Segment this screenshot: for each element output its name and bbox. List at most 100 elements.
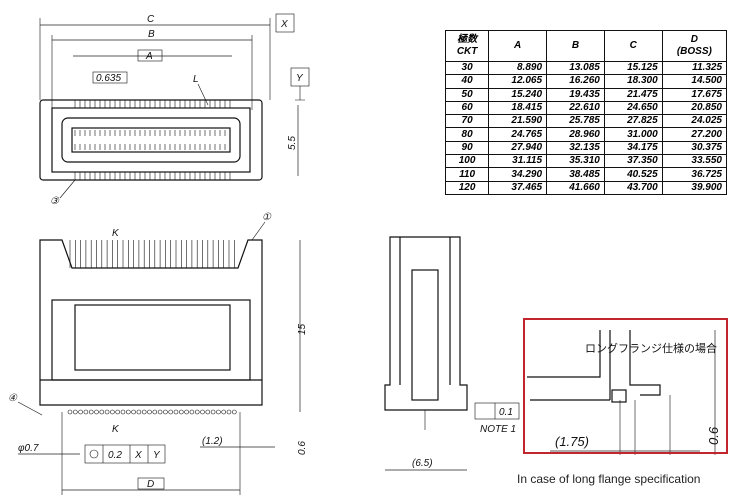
long-flange-detail: (1.75) 0.6 — [527, 330, 721, 455]
table-cell: 18.300 — [603, 74, 663, 89]
table-cell: 19.435 — [546, 87, 605, 102]
offset-label: (1.2) — [202, 436, 223, 447]
flange-height-label: 0.6 — [706, 426, 721, 445]
callout-4: ④ — [8, 393, 18, 404]
height-15-label: 15 — [297, 323, 308, 335]
contact-pin — [131, 409, 136, 415]
contact-pin — [141, 409, 147, 415]
table-cell: 27.940 — [488, 140, 548, 156]
contact-pin — [110, 409, 115, 415]
dim-b-label: B — [148, 29, 155, 40]
tol-datum-x: X — [134, 450, 142, 461]
table-cell: 20.850 — [661, 100, 728, 116]
table-cell: 24.025 — [661, 114, 728, 129]
column-header: A — [488, 30, 548, 62]
table-cell: 30.375 — [661, 140, 728, 156]
header-text: A — [513, 40, 522, 51]
table-cell: 70 — [444, 114, 490, 129]
column-header: C — [603, 30, 663, 62]
table-cell: 22.610 — [546, 100, 605, 116]
table-cell: 50 — [444, 87, 490, 102]
tol-value: 0.2 — [108, 450, 122, 461]
contact-pin — [126, 409, 131, 415]
contact-pin — [184, 409, 189, 415]
table-cell: 40.525 — [603, 167, 663, 182]
table-cell: 27.200 — [661, 127, 728, 142]
table-cell: 21.475 — [603, 87, 663, 102]
pitch-label: 0.635 — [96, 73, 121, 84]
callout-1: ① — [262, 212, 272, 223]
table-cell: 13.085 — [546, 60, 605, 76]
table-cell: 32.135 — [546, 140, 605, 156]
table-cell: 11.325 — [661, 60, 728, 76]
table-cell: 38.485 — [546, 167, 605, 182]
column-header: D(BOSS) — [661, 30, 728, 62]
table-cell: 24.765 — [488, 127, 548, 142]
table-cell: 21.590 — [488, 114, 548, 129]
contact-pin — [205, 409, 211, 415]
table-cell: 35.310 — [546, 154, 605, 169]
position-tolerance-frame: 0.2 X Y — [84, 444, 166, 464]
table-cell: 15.125 — [603, 60, 663, 76]
table-cell: 15.240 — [488, 87, 548, 102]
dim-a-label: A — [145, 51, 153, 62]
dim-c-label: C — [147, 14, 155, 25]
table-cell: 120 — [444, 180, 490, 195]
width-label: (6.5) — [412, 458, 433, 469]
contact-pin — [115, 409, 120, 415]
front-view: 15 ① K K ④ φ0.7 0.2 X Y (1.2) 0.6 D — [8, 212, 308, 495]
contact-pin — [104, 409, 110, 415]
height-label: 5.5 — [287, 136, 298, 150]
table-cell: 37.350 — [603, 154, 663, 169]
contact-pin — [152, 409, 158, 415]
position-icon — [89, 449, 99, 459]
table-cell: 31.000 — [603, 127, 663, 142]
label-l: L — [193, 74, 199, 85]
contact-pin — [157, 409, 163, 415]
table-cell: 34.175 — [603, 140, 663, 156]
table-cell: 110 — [444, 167, 490, 182]
table-cell: 24.650 — [603, 100, 663, 116]
table-cell: 30 — [444, 60, 490, 76]
label-k-bottom: K — [112, 424, 120, 435]
contact-pin — [73, 409, 78, 415]
table-cell: 100 — [444, 154, 490, 169]
contact-pin — [194, 409, 200, 415]
table-cell: 25.785 — [546, 114, 605, 129]
flatness-value: 0.1 — [499, 407, 513, 418]
header-text: (BOSS) — [676, 46, 712, 57]
contact-pin — [168, 409, 173, 415]
top-view: C X B A 0.635 L Y 5.5 ③ — [39, 13, 310, 207]
table-cell: 16.260 — [546, 74, 605, 89]
table-cell: 43.700 — [603, 180, 663, 195]
header-text: C — [629, 40, 637, 51]
callout-3: ③ — [50, 196, 60, 207]
contact-pin — [120, 409, 126, 415]
datum-x-label: X — [280, 19, 288, 30]
side-view: 0.1 NOTE 1 (6.5) — [384, 236, 520, 471]
header-text: B — [571, 40, 580, 51]
dim-d-label: D — [147, 479, 154, 490]
table-cell: 14.500 — [661, 74, 728, 89]
table-cell: 36.725 — [661, 167, 728, 182]
table-cell: 37.465 — [488, 180, 548, 195]
table-cell: 41.660 — [546, 180, 605, 195]
long-flange-caption: In case of long flange specification — [517, 472, 701, 486]
contact-pin — [94, 409, 99, 415]
table-cell: 17.675 — [661, 87, 728, 102]
table-cell: 18.415 — [488, 100, 548, 116]
flange-offset-label: (1.75) — [555, 434, 589, 449]
contact-pin — [232, 409, 237, 415]
table-cell: 33.550 — [661, 154, 728, 169]
tol-datum-y: Y — [153, 450, 161, 461]
table-cell: 34.290 — [488, 167, 548, 182]
contact-pin — [216, 409, 221, 415]
